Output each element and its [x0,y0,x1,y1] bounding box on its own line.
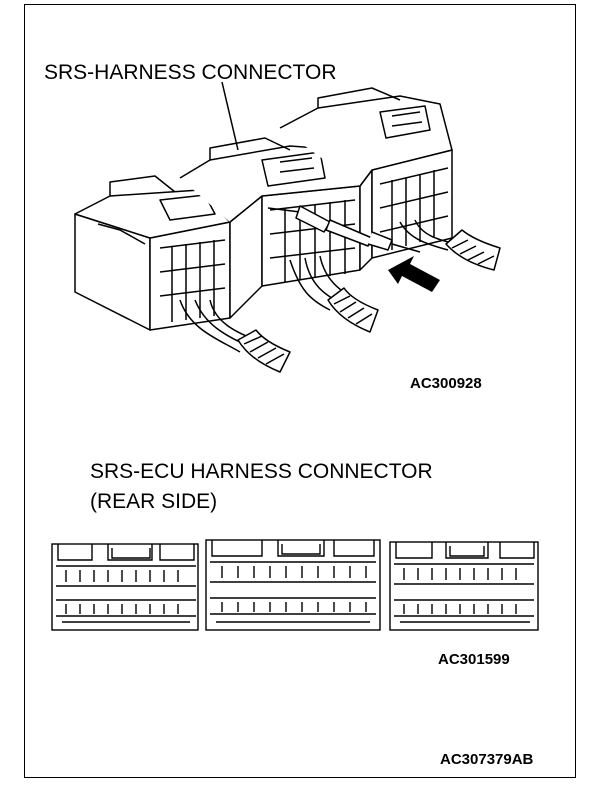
bottom-figure-code: AC301599 [438,651,510,668]
ecu-connector-1 [51,543,199,631]
ecu-connector-title: SRS-ECU HARNESS CONNECTOR [90,460,433,483]
ecu-connector-2 [205,539,381,631]
ecu-connector-subtitle: (REAR SIDE) [90,490,218,513]
left-connector-block [74,175,231,331]
leader-line [221,81,239,151]
harness-connector-title: SRS-HARNESS CONNECTOR [44,61,337,84]
wire-bundles [179,219,501,373]
figure-code: AC307379AB [440,751,534,768]
top-figure-code: AC300928 [410,375,482,392]
ecu-connectors-rear-view [51,539,539,631]
ecu-connector-3 [389,541,539,631]
direction-arrow-icon [388,256,440,292]
test-probe [267,205,421,253]
